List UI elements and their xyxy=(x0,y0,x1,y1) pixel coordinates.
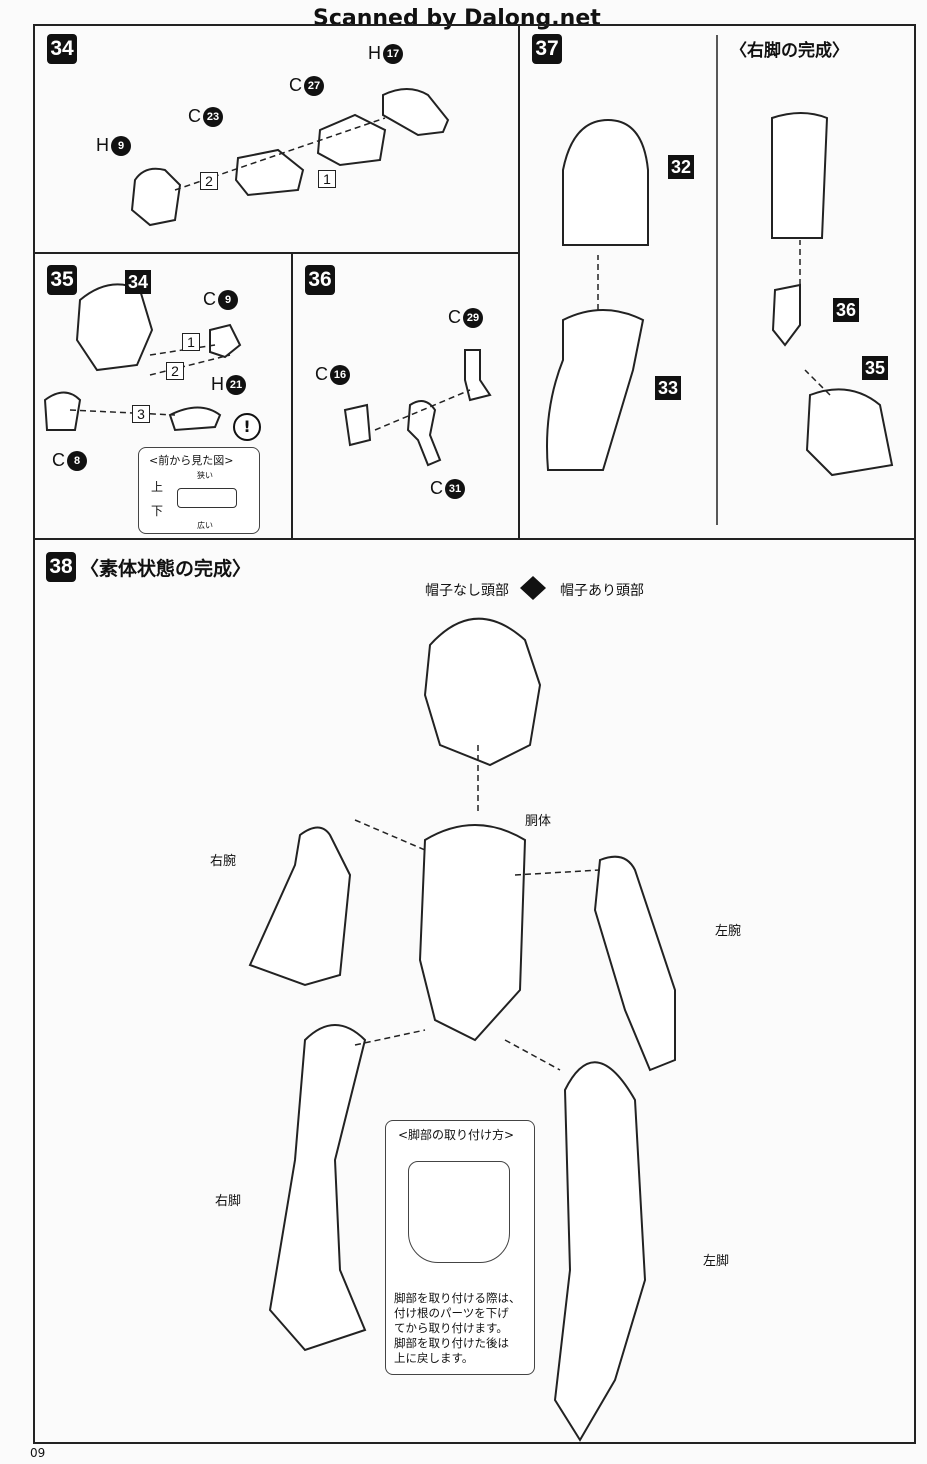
part-letter: H xyxy=(96,135,109,155)
note-text: 脚部を取り付ける際は、 付け根のパーツを下げ てから取り付けます。 脚部を取り付… xyxy=(394,1291,521,1366)
part-letter: H xyxy=(368,43,381,63)
order-marker: 1 xyxy=(182,333,200,351)
note-line: てから取り付けます。 xyxy=(394,1321,508,1335)
step-35-number: 35 xyxy=(47,265,77,295)
subassembly-36: 36 xyxy=(833,298,859,322)
torso-label: 胴体 xyxy=(525,814,552,829)
part-letter: C xyxy=(289,75,302,95)
head-with-hat-label: 帽子あり頭部 xyxy=(560,583,644,599)
step-34-number: 34 xyxy=(47,34,77,64)
part-letter: C xyxy=(430,478,443,498)
inset-top-label: 上 xyxy=(151,480,164,494)
step-38-number: 38 xyxy=(46,552,76,582)
part-number: 17 xyxy=(383,43,403,64)
order-marker: 3 xyxy=(132,405,150,423)
basic-body-complete-title: 〈素体状態の完成〉 xyxy=(80,558,252,580)
part-number: 9 xyxy=(218,289,238,310)
part-letter: H xyxy=(211,374,224,394)
leg-attachment-note: <脚部の取り付け方> 脚部を取り付ける際は、 付け根のパーツを下げ てから取り付… xyxy=(385,1120,535,1375)
part-number: 16 xyxy=(330,364,350,385)
head-without-hat-label: 帽子なし頭部 xyxy=(425,583,509,599)
part-number: 29 xyxy=(463,307,483,328)
inset-wide-label: 広い xyxy=(197,521,213,530)
caution-icon: ! xyxy=(233,413,261,441)
order-marker: 2 xyxy=(166,362,184,380)
note-line: 付け根のパーツを下げ xyxy=(394,1306,509,1320)
part-letter: C xyxy=(52,450,65,470)
subassembly-35: 35 xyxy=(862,356,888,380)
note-line: 脚部を取り付けた後は xyxy=(394,1336,509,1350)
watermark: Scanned by Dalong.net xyxy=(313,6,601,31)
step-36-number: 36 xyxy=(305,265,335,295)
part-number: 27 xyxy=(304,75,324,96)
part-letter: C xyxy=(203,289,216,309)
right-arm-label: 右腕 xyxy=(210,854,237,869)
page-number: 09 xyxy=(30,1446,46,1460)
part-front-shape xyxy=(177,488,237,508)
part-number: 8 xyxy=(67,450,87,471)
inset-bottom-label: 下 xyxy=(151,504,164,518)
left-arm-label: 左腕 xyxy=(715,924,742,939)
part-number: 23 xyxy=(203,106,223,127)
note-line: 脚部を取り付ける際は、 xyxy=(394,1291,521,1305)
right-leg-label: 右脚 xyxy=(215,1194,242,1209)
part-number: 31 xyxy=(445,478,465,499)
inset-narrow-label: 狭い xyxy=(197,471,213,480)
part-number: 21 xyxy=(226,374,246,395)
part-letter: C xyxy=(448,307,461,327)
order-marker: 2 xyxy=(200,172,218,190)
part-letter: C xyxy=(315,364,328,384)
inset-title: <前から見た図> xyxy=(149,454,234,467)
subassembly-32: 32 xyxy=(668,155,694,179)
subassembly-34: 34 xyxy=(125,270,151,294)
hip-joint-illustration xyxy=(408,1161,510,1263)
step-38-panel xyxy=(33,538,916,1444)
left-leg-label: 左脚 xyxy=(703,1254,730,1269)
part-number: 9 xyxy=(111,135,131,156)
part-letter: C xyxy=(188,106,201,126)
order-marker: 1 xyxy=(318,170,336,188)
note-title: <脚部の取り付け方> xyxy=(398,1128,515,1142)
front-view-inset: <前から見た図> 上 下 狭い 広い xyxy=(138,447,260,534)
note-line: 上に戻します。 xyxy=(394,1351,474,1365)
right-leg-complete-title: 〈右脚の完成〉 xyxy=(730,41,849,61)
step-37-number: 37 xyxy=(532,34,562,64)
subassembly-33: 33 xyxy=(655,376,681,400)
